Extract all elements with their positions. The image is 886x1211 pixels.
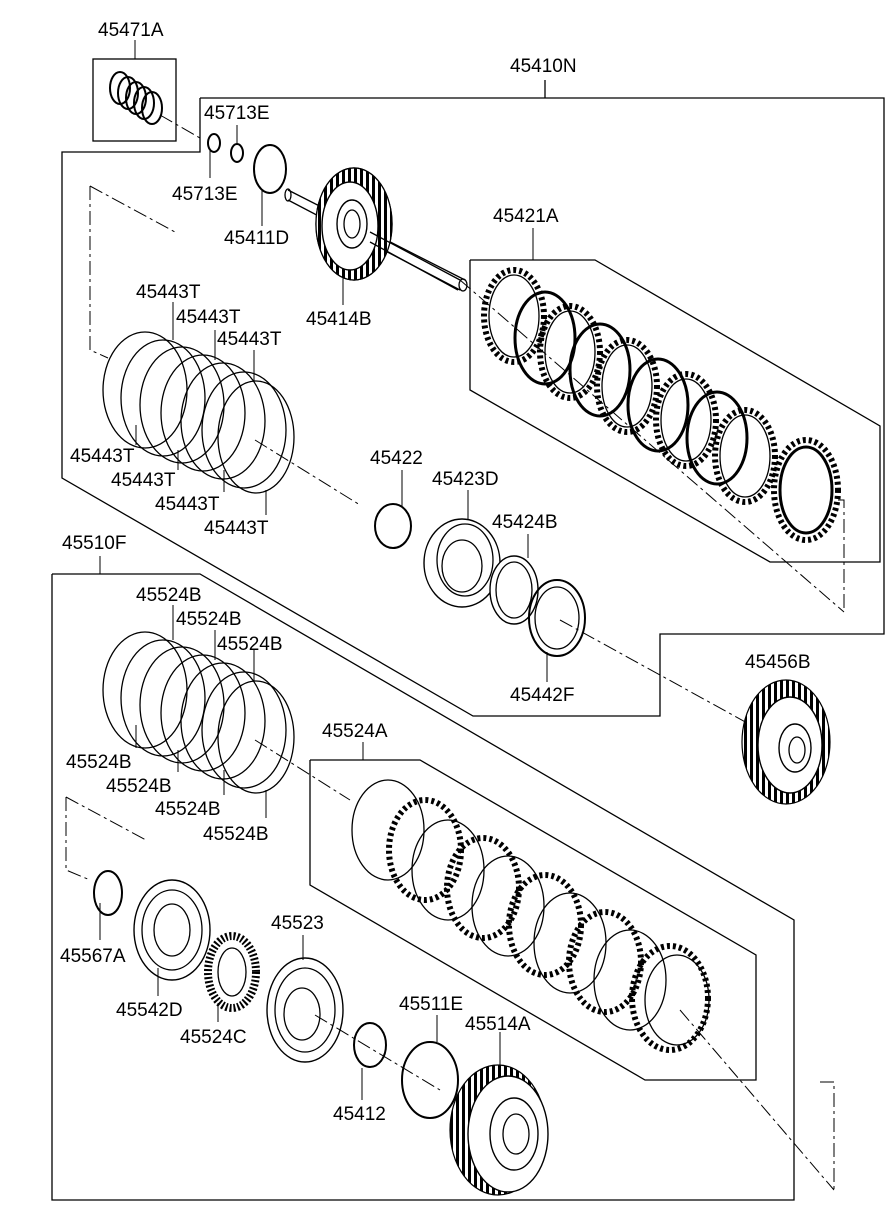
label-45442F: 45442F — [510, 685, 574, 706]
piston-45542D — [133, 879, 211, 981]
label-45443T-4: 45443T — [70, 446, 135, 467]
spring-assy-45524C — [204, 932, 260, 1012]
label-45713E-a: 45713E — [204, 103, 270, 124]
label-45443T-3: 45443T — [217, 329, 282, 350]
ring-stack-45443T — [102, 331, 295, 494]
piston-45423D — [423, 518, 501, 608]
label-45421A: 45421A — [493, 206, 559, 227]
label-45524B-4: 45524B — [66, 752, 132, 773]
label-45567A: 45567A — [60, 946, 126, 967]
label-45523: 45523 — [271, 913, 324, 934]
snap-ring-45567A — [93, 870, 123, 916]
snap-ring-45713E-b — [230, 143, 244, 163]
label-45443T-5: 45443T — [111, 470, 176, 491]
label-45411D: 45411D — [224, 228, 289, 249]
drum-45514A — [449, 1064, 549, 1196]
label-45443T-7: 45443T — [204, 518, 269, 539]
snap-ring-45422 — [374, 503, 412, 549]
label-45443T-2: 45443T — [176, 307, 241, 328]
label-45524B-5: 45524B — [106, 776, 172, 797]
label-45443T-1: 45443T — [136, 282, 201, 303]
plate-pack-box-45524A — [309, 759, 757, 1081]
label-45524B-3: 45524B — [217, 634, 283, 655]
seal-45442F — [528, 579, 586, 657]
label-45524B-6: 45524B — [155, 799, 221, 820]
label-45422: 45422 — [370, 448, 423, 469]
shaft-hub-45414B — [284, 167, 468, 292]
retainer-45523 — [266, 957, 344, 1063]
label-45412: 45412 — [333, 1104, 386, 1125]
label-45524A: 45524A — [322, 721, 388, 742]
label-45424B: 45424B — [492, 512, 558, 533]
plate-pack-box-45421A — [469, 259, 881, 563]
seal-45511E — [401, 1041, 459, 1119]
hub-45456B — [741, 679, 831, 805]
label-45524B-7: 45524B — [203, 824, 269, 845]
snap-ring-45713E-a — [207, 133, 221, 153]
assembly-outline-45510F — [51, 573, 795, 1201]
label-45524C: 45524C — [180, 1027, 247, 1048]
plate-pack-45421A — [481, 267, 841, 543]
label-45471A: 45471A — [98, 20, 164, 41]
ring-stack-45524B — [102, 631, 295, 794]
label-45410N: 45410N — [510, 56, 577, 77]
label-45510F: 45510F — [62, 533, 126, 554]
spring-pack — [109, 71, 163, 125]
label-45524B-1: 45524B — [136, 585, 202, 606]
label-45514A: 45514A — [465, 1014, 531, 1035]
label-45456B: 45456B — [745, 652, 811, 673]
label-45713E-b: 45713E — [172, 184, 238, 205]
plate-pack-45524A — [351, 779, 711, 1053]
spring-retainer-45424B — [489, 555, 539, 625]
label-45423D: 45423D — [432, 469, 499, 490]
label-45511E: 45511E — [399, 994, 463, 1015]
label-45542D: 45542D — [116, 1000, 183, 1021]
assembly-outline-45410N — [61, 97, 885, 717]
seal-ring-45411D — [253, 144, 287, 194]
label-45443T-6: 45443T — [155, 494, 220, 515]
label-45414B: 45414B — [306, 309, 372, 330]
snap-ring-45412 — [353, 1022, 387, 1068]
label-45524B-2: 45524B — [176, 609, 242, 630]
